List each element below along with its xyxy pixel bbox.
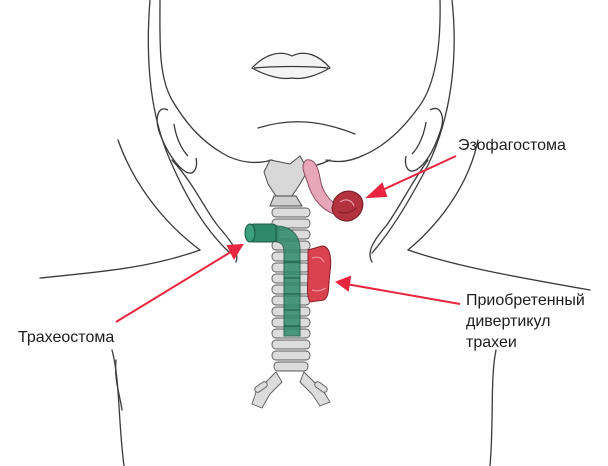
label-tracheostomy: Трахеостома [18,327,114,348]
label-diverticulum-line1: Приобретенный [466,290,585,311]
mouth [252,53,330,78]
arrow-tracheostomy [116,250,234,322]
esophagostomy [332,191,363,221]
label-tracheal-diverticulum: Приобретенный дивертикул трахеи [466,290,585,353]
label-diverticulum-line2: дивертикул [466,311,585,332]
bronchi [252,372,330,408]
arrow-diverticulum [346,284,460,304]
larynx [264,156,308,206]
label-esophagostomy: Эзофагостома [458,135,566,156]
tracheal-diverticulum [308,246,331,302]
label-diverticulum-line3: трахеи [466,332,585,353]
